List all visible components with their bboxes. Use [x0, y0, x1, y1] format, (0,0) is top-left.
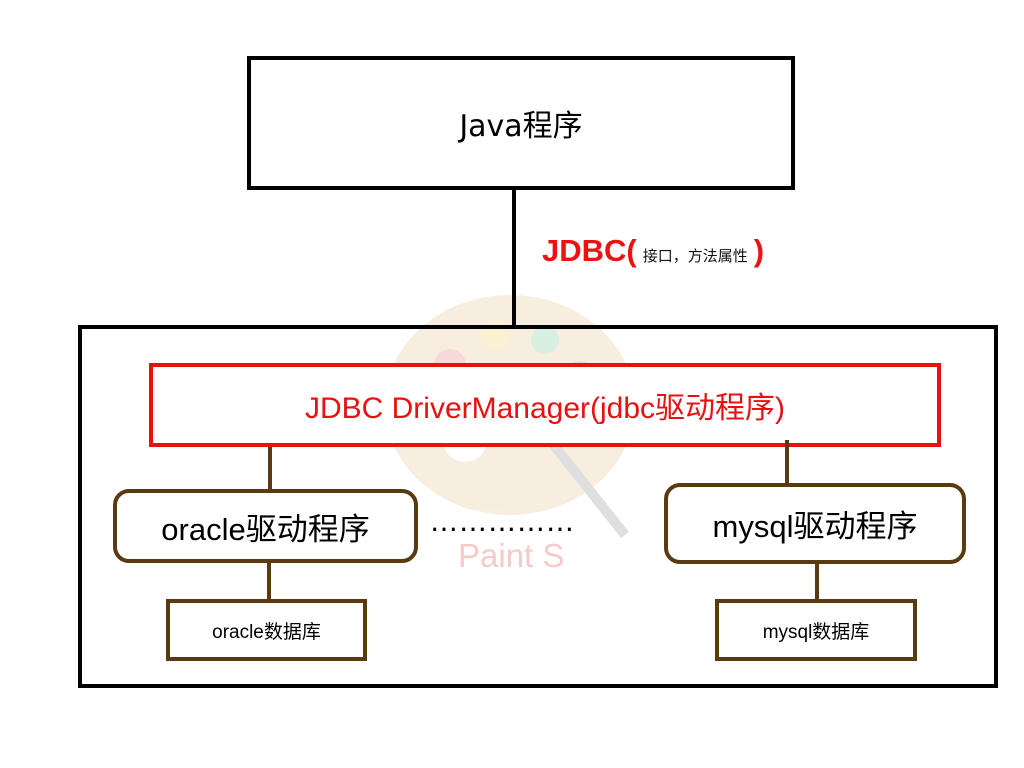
oracle-driver-label: oracle驱动程序: [161, 511, 370, 547]
mysql-db-connector: [815, 562, 819, 601]
ellipsis-separator: ……………: [430, 505, 575, 538]
oracle-database-box: oracle数据库: [166, 599, 367, 661]
driver-layer-container: [78, 325, 998, 688]
java-program-box: Java程序: [247, 56, 795, 190]
mysql-database-box: mysql数据库: [715, 599, 917, 661]
jdbc-api-detail: 接口，方法属性: [642, 248, 748, 265]
mysql-driver-label: mysql驱动程序: [712, 509, 918, 544]
java-connector-line: [512, 188, 516, 328]
oracle-driver-connector: [268, 447, 272, 491]
oracle-driver-box: oracle驱动程序: [113, 489, 418, 563]
mysql-database-label: mysql数据库: [762, 621, 870, 643]
java-program-label: Java程序: [459, 109, 583, 144]
watermark-text: Paint S: [458, 537, 565, 574]
oracle-db-connector: [267, 562, 271, 601]
mysql-driver-connector: [785, 440, 789, 485]
jdbc-api-title: JDBC(: [542, 233, 637, 268]
oracle-database-label: oracle数据库: [212, 621, 321, 643]
driver-manager-box: JDBC DriverManager(jdbc驱动程序): [149, 363, 941, 447]
driver-manager-label: JDBC DriverManager(jdbc驱动程序): [304, 392, 786, 425]
mysql-driver-box: mysql驱动程序: [664, 483, 966, 564]
jdbc-api-label: JDBC( 接口，方法属性): [542, 233, 764, 269]
jdbc-api-close: ): [753, 233, 765, 268]
